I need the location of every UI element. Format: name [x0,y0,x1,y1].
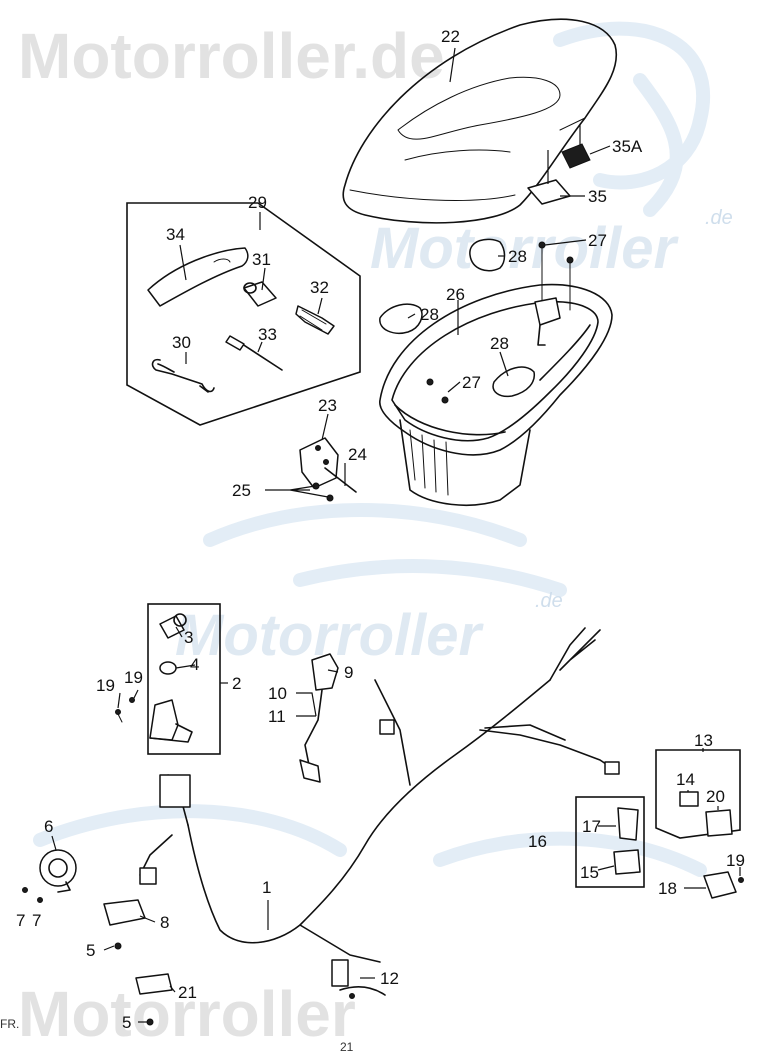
plate-35 [527,179,571,205]
watermark-mid-suffix: .de [705,207,733,229]
watermark-mid-text: Motorroller [370,216,680,281]
callout-23: 23 [318,396,337,415]
watermark-bottom-text: Motorroller [18,978,356,1050]
callout-28-right: 28 [490,334,509,353]
callout-35a: 35A [612,137,643,156]
callout-34: 34 [166,225,185,244]
callout-2: 2 [232,674,241,693]
callout-19-inner: 19 [124,668,143,687]
bolt-24 [324,467,357,493]
callout-9: 9 [344,663,353,682]
watermark-lower-suffix: .de [535,590,563,612]
callout-29: 29 [248,193,267,212]
regulator-group-16 [575,796,645,888]
callout-11: 11 [268,707,286,726]
callout-4: 4 [190,655,199,674]
callout-15: 15 [580,863,599,882]
callout-20: 20 [706,787,725,806]
watermark-logo-top [553,21,711,190]
socket-31 [243,281,277,307]
pad-28-right [492,366,536,398]
horn-6 [22,849,77,903]
part-18 [703,871,737,899]
callout-6: 6 [44,817,53,836]
bracket-35a [561,143,591,169]
callout-12: 12 [380,969,399,988]
wrench-32 [295,305,335,335]
page-number: 21 [340,1040,354,1051]
watermark-swoosh-mid [203,503,527,547]
callout-10: 10 [268,684,287,703]
cap-4 [159,661,177,675]
callout-35: 35 [588,187,607,206]
callout-7-right: 7 [32,911,41,930]
wiring-harness-1 [139,627,620,987]
tool-kit-group [126,202,361,426]
watermark-top-text: Motorroller.de [18,20,445,92]
callout-26: 26 [446,285,465,304]
callout-13: 13 [694,731,713,750]
key-3 [159,615,185,639]
switch-body [149,699,179,741]
callout-labels: 22 35A 35 29 34 27 28 31 32 26 28 33 30 … [16,27,745,1032]
callout-3: 3 [184,628,193,647]
callout-27-top: 27 [588,231,607,250]
tool-kit-frame [126,202,361,426]
callout-18: 18 [658,879,677,898]
callout-5-upper: 5 [86,941,95,960]
pad-28-top [469,238,506,272]
callout-31: 31 [252,250,271,269]
callout-19-outer: 19 [96,676,115,695]
watermark-layer: Motorroller.de Motorroller .de Motorroll… [18,20,733,1050]
relay-group-13 [655,749,741,839]
pad-28-left [379,303,423,334]
bracket-23 [299,437,339,489]
callout-14: 14 [676,770,695,789]
ignition-coil-9 [299,653,339,783]
callout-33: 33 [258,325,277,344]
callout-27-low: 27 [462,373,481,392]
callout-22: 22 [441,27,460,46]
spanner-30 [151,358,215,393]
margin-text: FR. [0,1017,19,1031]
part-21 [135,973,173,995]
callout-30: 30 [172,333,191,352]
callout-21: 21 [178,983,197,1002]
ignition-frame [147,603,221,755]
callout-24: 24 [348,445,367,464]
callout-25: 25 [232,481,251,500]
watermark-swoosh-low [33,804,347,857]
callout-19-right: 19 [726,851,745,870]
callout-32: 32 [310,278,329,297]
callout-17: 17 [582,817,601,836]
callout-28-left: 28 [420,305,439,324]
ignition-switch-group [115,603,221,755]
callout-16: 16 [528,832,547,851]
leader-lines [51,47,741,1023]
regulator-frame [575,796,645,888]
part-8 [103,899,146,926]
callout-28-top: 28 [508,247,527,266]
tool-bag-34 [147,247,249,307]
callout-7-left: 7 [16,911,25,930]
callout-5-lower: 5 [122,1013,131,1032]
seat-22 [342,18,618,224]
callout-1: 1 [262,878,271,897]
callout-8: 8 [160,913,169,932]
